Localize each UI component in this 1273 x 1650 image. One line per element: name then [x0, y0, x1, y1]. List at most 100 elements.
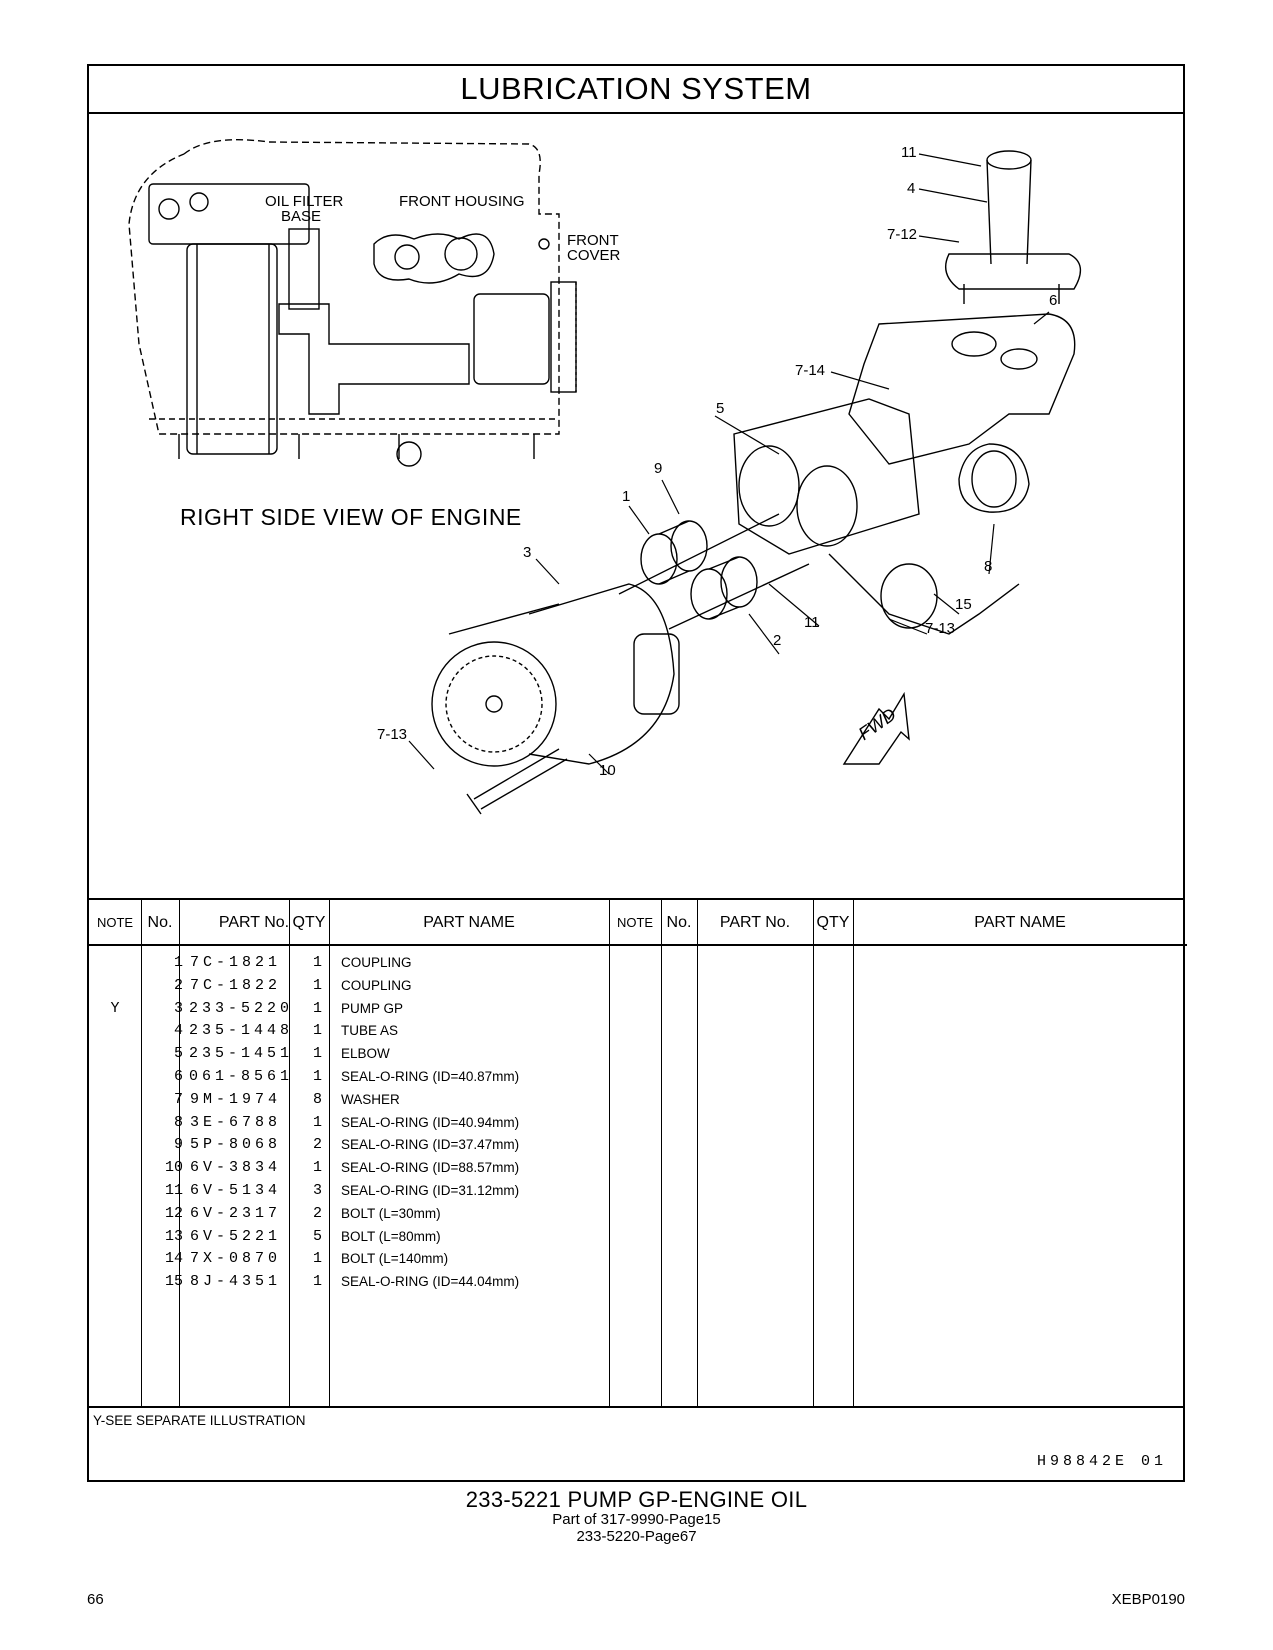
- callout-8: 8: [984, 558, 993, 575]
- cell-part-name: SEAL-O-RING (ID=40.94mm): [341, 1114, 520, 1130]
- column-divider: [697, 900, 698, 1408]
- cell-part-name: SEAL-O-RING (ID=44.04mm): [341, 1274, 520, 1290]
- cell-part-name: BOLT (L=140mm): [341, 1251, 449, 1267]
- header-part-name-left: PART NAME: [329, 900, 609, 946]
- callout-7-13-left: 7-13: [377, 726, 408, 743]
- cell-note: [89, 1112, 141, 1135]
- column-divider: [813, 900, 814, 1408]
- document-code: XEBP0190: [1111, 1591, 1185, 1608]
- header-qty-left: QTY: [289, 900, 329, 946]
- callout-11-top: 11: [901, 144, 917, 161]
- cell-part-name: BOLT (L=80mm): [341, 1228, 441, 1244]
- cell-part-number: 6V-5221: [189, 1227, 281, 1245]
- cell-item-number: 7: [173, 1090, 183, 1108]
- cell-part-number: 9M-1974: [189, 1090, 281, 1108]
- cell-part-name: WASHER: [341, 1091, 400, 1107]
- cell-part-number: 7X-0870: [189, 1250, 281, 1268]
- header-no-left: No.: [141, 900, 179, 946]
- cell-part-number: 061-8561: [189, 1068, 294, 1085]
- cell-item-number: 1: [173, 954, 183, 971]
- cell-quantity: 1: [312, 1273, 322, 1291]
- cell-part-name: PUMP GP: [341, 1000, 404, 1016]
- cell-item-number: 11: [164, 1182, 183, 1199]
- oil-filter-base-label-line2: BASE: [281, 208, 322, 225]
- cell-part-name: COUPLING: [341, 977, 412, 993]
- cell-part-number: 7C-1822: [189, 976, 281, 994]
- cell-note: [89, 1226, 141, 1249]
- cell-note: [89, 1066, 141, 1089]
- cell-note: Y: [110, 999, 120, 1017]
- callout-7-14: 7-14: [795, 362, 826, 379]
- callout-2: 2: [773, 632, 782, 649]
- callout-7-12: 7-12: [887, 226, 918, 243]
- cell-part-name: SEAL-O-RING (ID=37.47mm): [341, 1137, 520, 1153]
- cell-quantity: 1: [312, 1068, 322, 1085]
- table-row: 13 6V-5221 5 BOLT (L=80mm): [89, 1226, 1183, 1249]
- section-title: LUBRICATION SYSTEM: [89, 66, 1183, 114]
- column-divider: [179, 900, 180, 1408]
- cell-note: [89, 1180, 141, 1203]
- caption-reference-2: 233-5220-Page67: [576, 1528, 697, 1545]
- cell-quantity: 1: [312, 1113, 322, 1131]
- table-row: 1 7C-1821 1 COUPLING: [89, 952, 1183, 975]
- cell-note: [89, 1043, 141, 1066]
- callout-7-13-right: 7-13: [925, 620, 956, 637]
- cell-part-name: COUPLING: [341, 955, 412, 970]
- page-number: 66: [87, 1591, 104, 1608]
- cell-part-number: 233-5220: [189, 999, 294, 1017]
- cell-item-number: 13: [164, 1227, 183, 1245]
- illustration-drawing: [128, 139, 1082, 815]
- cell-item-number: 5: [173, 1045, 183, 1063]
- group-caption: 233-5221 PUMP GP-ENGINE OIL: [465, 1487, 808, 1512]
- callout-9: 9: [654, 460, 663, 477]
- cell-part-name: SEAL-O-RING (ID=40.87mm): [341, 1069, 520, 1084]
- cell-note: [89, 1271, 141, 1294]
- column-divider: [853, 900, 854, 1408]
- cell-part-name: TUBE AS: [341, 1023, 399, 1039]
- cell-quantity: 1: [312, 976, 322, 994]
- header-qty-right: QTY: [813, 900, 853, 946]
- front-cover-label-line1: FRONT: [567, 232, 619, 249]
- cell-item-number: 14: [164, 1250, 183, 1268]
- cell-note: [89, 975, 141, 998]
- cell-part-number: 235-1451: [189, 1045, 294, 1063]
- caption-reference-1: Part of 317-9990-Page15: [552, 1511, 721, 1528]
- cell-part-number: 7C-1821: [189, 954, 281, 971]
- parts-page-frame: LUBRICATION SYSTEM: [87, 64, 1187, 1482]
- cell-part-number: 8J-4351: [189, 1273, 281, 1291]
- cell-quantity: 2: [312, 1204, 322, 1222]
- view-caption: RIGHT SIDE VIEW OF ENGINE: [180, 504, 522, 530]
- front-housing-label: FRONT HOUSING: [399, 193, 525, 210]
- cell-note: [89, 1248, 141, 1271]
- cell-item-number: 8: [173, 1113, 183, 1131]
- cell-part-name: SEAL-O-RING (ID=31.12mm): [341, 1183, 520, 1198]
- cell-item-number: 4: [173, 1022, 183, 1040]
- footnote-divider: [89, 1406, 1183, 1408]
- header-divider: [89, 944, 1183, 946]
- cell-item-number: 9: [173, 1136, 183, 1154]
- cell-quantity: 1: [312, 999, 322, 1017]
- column-divider: [329, 900, 330, 1408]
- cell-quantity: 8: [312, 1090, 322, 1108]
- cell-part-number: 6V-3834: [189, 1159, 281, 1177]
- cell-quantity: 1: [312, 954, 322, 971]
- header-part-name-right: PART NAME: [853, 900, 1187, 946]
- header-part-no-right: PART No.: [697, 900, 813, 946]
- cell-quantity: 5: [312, 1227, 322, 1245]
- callout-5: 5: [716, 400, 725, 417]
- cell-note: [89, 1089, 141, 1112]
- cell-note: [89, 1157, 141, 1180]
- cell-quantity: 1: [312, 1045, 322, 1063]
- callout-6: 6: [1049, 292, 1058, 309]
- cell-quantity: 2: [312, 1136, 322, 1154]
- callout-4: 4: [907, 180, 916, 197]
